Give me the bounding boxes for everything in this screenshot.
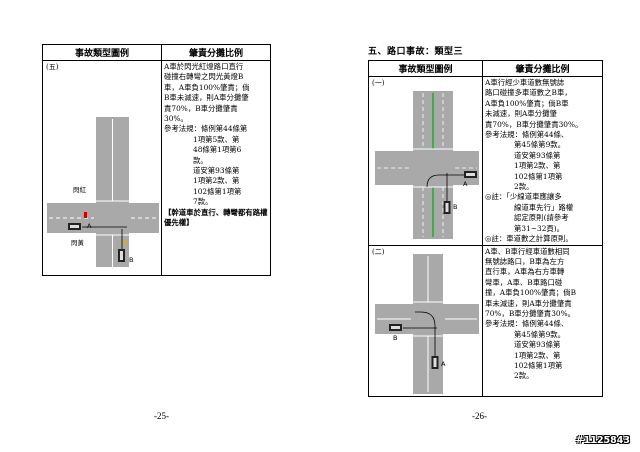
- label-flashing-yellow: 閃黃: [71, 239, 84, 247]
- label-car-b: B: [453, 203, 458, 211]
- label-car-b: B: [393, 333, 398, 342]
- label-car-a: A: [87, 222, 92, 230]
- diagram-cell-2: (二): [368, 244, 483, 397]
- ratio-text: A車於閃光紅燈路口直行 碰撞右轉彎之閃光黃燈B 車，A車負100%肇責；倘 B車…: [164, 62, 268, 228]
- note-1: ◎註：「少線道車應讓多: [485, 192, 562, 202]
- reg-label: 參考法規：條例第44條第: [164, 124, 248, 134]
- label-flashing-red: 閃紅: [73, 186, 86, 194]
- diagram-cell: (五): [42, 60, 162, 276]
- ratio-cell-2: A車、B車行經車道數相同 無號誌路口，B車為左方 直行車，A車為右方車轉 彎車，…: [482, 244, 603, 397]
- reg-label-1: 參考法規：條例第44條、: [485, 130, 569, 140]
- diagram-cell-1: (一): [368, 76, 483, 246]
- row-number: (五): [46, 63, 59, 71]
- reg-label-2: 參考法規：條例第44條、: [485, 319, 569, 329]
- flashing-red-signal-icon: [84, 212, 87, 218]
- header-ratio: 肇責分攤比例: [482, 60, 603, 77]
- ratio-text-1: A車行經少車道數無號誌 路口碰撞多車道數之B車， A車負100%肇責；倘B車 未…: [483, 77, 602, 245]
- intersection-diagram-2: [375, 253, 479, 394]
- page-25: 事故類型圖例 肇責分攤比例 (五): [42, 44, 271, 421]
- label-car-a: A: [441, 359, 446, 368]
- priority-note: 【幹道車於直行、轉彎都有路權優先權】: [164, 207, 268, 228]
- row-number-1: (一): [372, 79, 385, 87]
- ratio-cell-1: A車行經少車道數無號誌 路口碰撞多車道數之B車， A車負100%肇責；倘B車 未…: [482, 76, 603, 246]
- path-a: [426, 174, 467, 188]
- header-type: 事故類型圖例: [42, 44, 162, 61]
- label-car-b: B: [129, 256, 134, 264]
- accident-table-left: 事故類型圖例 肇責分攤比例 (五): [42, 44, 271, 276]
- page-number: -25-: [154, 411, 169, 421]
- ratio-text-2: A車、B車行經車道數相同 無號誌路口，B車為左方 直行車，A車為右方車轉 彎車，…: [483, 246, 602, 382]
- page-number: -26-: [472, 411, 487, 421]
- flashing-yellow-signal-icon: [123, 239, 126, 245]
- label-car-a: A: [463, 180, 468, 188]
- note-2: ◎註：車道數之計算原則。: [485, 234, 573, 244]
- accident-table-right: 事故類型圖例 肇責分攤比例 (一): [368, 60, 603, 397]
- header-type: 事故類型圖例: [368, 60, 483, 77]
- path-a: [415, 311, 436, 358]
- intersection-diagram: [47, 117, 159, 267]
- ratio-cell: A車於閃光紅燈路口直行 碰撞右轉彎之閃光黃燈B 車，A車負100%肇責；倘 B車…: [161, 60, 271, 276]
- header-ratio: 肇責分攤比例: [161, 44, 271, 61]
- id-stamp: #1125843: [575, 435, 630, 446]
- page-26: 五、路口事故：類型三 事故類型圖例 肇責分攤比例 (一): [320, 0, 640, 452]
- row-number-2: (二): [372, 247, 385, 256]
- intersection-diagram-1: [375, 91, 479, 239]
- section-title: 五、路口事故：類型三: [368, 47, 464, 57]
